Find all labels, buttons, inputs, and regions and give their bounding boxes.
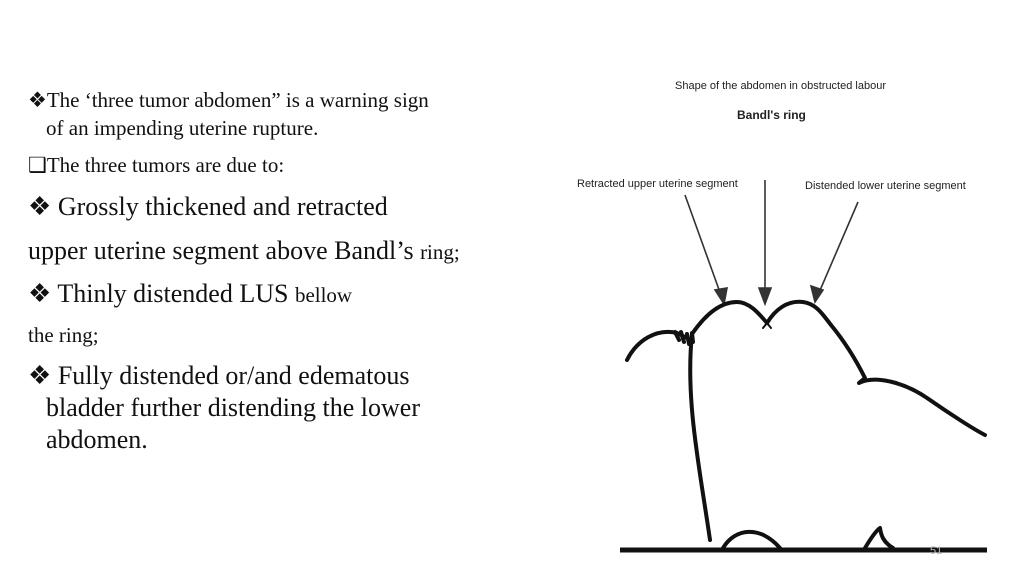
bullet-item-5: ❖ Fully distended or/and edematous	[28, 363, 409, 389]
bullet-item-3: ❖ Grossly thickened and retracted	[28, 194, 388, 220]
diamond-bullet-icon: ❖	[28, 192, 52, 221]
bullet-text: Fully distended or/and edematous	[51, 361, 410, 390]
bullet-text: of an impending uterine rupture.	[46, 116, 319, 140]
diamond-bullet-icon: ❖	[28, 279, 52, 308]
abdomen-contour	[625, 299, 987, 550]
bullet-text: abdomen.	[46, 425, 148, 454]
bullet-text-small: bellow	[294, 283, 353, 307]
bullet-item-5-continuation: abdomen.	[46, 427, 148, 453]
bullet-text: the ring;	[28, 323, 99, 347]
checkbox-bullet-icon: ❑	[28, 153, 47, 177]
bullet-text: bladder further distending the lower	[46, 393, 420, 422]
label-retracted-upper-segment: Retracted upper uterine segment	[577, 178, 738, 190]
bullet-item-2: ❑The three tumors are due to:	[28, 155, 284, 176]
bullet-item-1: ❖The ‘three tumor abdomen” is a warning …	[28, 90, 429, 111]
label-distended-lower-segment: Distended lower uterine segment	[805, 180, 966, 192]
bullet-text: upper uterine segment above Bandl’s	[28, 236, 421, 265]
diamond-bullet-icon: ❖	[28, 361, 52, 390]
bullet-text-small: ring;	[420, 240, 460, 264]
page-number: 51	[930, 545, 943, 557]
bullet-text: Thinly distended LUS	[51, 279, 295, 308]
bullet-text: The ‘three tumor abdomen” is a warning s…	[46, 88, 429, 112]
bullet-item-5-continuation: bladder further distending the lower	[46, 395, 420, 421]
figure-subtitle: Bandl's ring	[737, 108, 806, 122]
bullet-text: The three tumors are due to:	[46, 153, 285, 177]
figure-title: Shape of the abdomen in obstructed labou…	[675, 80, 886, 92]
bullet-text: Grossly thickened and retracted	[51, 192, 388, 221]
bullet-item-4: ❖ Thinly distended LUS bellow	[28, 281, 352, 307]
abdomen-outline-drawing	[620, 180, 987, 553]
diamond-bullet-icon: ❖	[28, 88, 47, 112]
annotation-arrows	[684, 180, 859, 307]
bullet-item-4-continuation: the ring;	[28, 325, 99, 346]
bullet-item-1-continuation: of an impending uterine rupture.	[46, 118, 318, 139]
abdomen-diagram: Shape of the abdomen in obstructed labou…	[565, 70, 995, 570]
bullet-item-3-continuation: upper uterine segment above Bandl’s ring…	[28, 238, 460, 264]
